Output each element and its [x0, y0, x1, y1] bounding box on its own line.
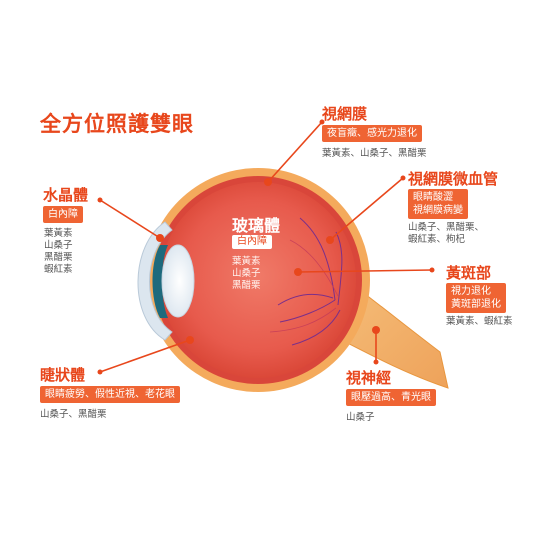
- capillary-condition-badge: 眼睛酸澀 視網膜病變: [408, 189, 468, 219]
- retina-end: [319, 119, 325, 125]
- lens-condition-badge: 白內障: [43, 206, 83, 223]
- cornea-shape: [137, 221, 173, 341]
- capillary-condition: 視網膜病變: [413, 205, 463, 216]
- retina-leader: [267, 121, 323, 183]
- lens-point: [156, 234, 164, 242]
- vitreous-body-shape: [160, 182, 356, 378]
- capillary-label: 視網膜微血管: [408, 170, 499, 188]
- lens-nutrient-line: 蝦紅素: [44, 264, 73, 275]
- macula-nutrient-line: 葉黃素、蝦紅素: [446, 316, 513, 327]
- ciliary-label: 睫狀體: [40, 366, 86, 384]
- ciliary-condition: 眼睛疲勞、假性近視、老花眼: [45, 389, 175, 400]
- retina-nutrients: 葉黃素、山桑子、黑醋栗: [322, 148, 427, 160]
- optic-nerve-point: [372, 326, 380, 334]
- retina-condition-badge: 夜盲癥、感光力退化: [322, 125, 422, 142]
- macula-point: [294, 268, 302, 276]
- vitreous-nutrient-line: 葉黃素: [232, 256, 261, 267]
- lens-leader: [99, 199, 161, 239]
- retina-point: [264, 178, 272, 186]
- ciliary-end: [97, 369, 103, 375]
- ciliary-nutrient-line: 山桑子、黑醋栗: [40, 409, 107, 420]
- iris-shape: [152, 245, 168, 318]
- capillary-nutrient-line: 山桑子、黑醋栗、: [408, 222, 485, 233]
- optic-nerve-condition-badge: 眼壓過高、青光眼: [346, 389, 436, 406]
- capillary-condition: 眼睛酸澀: [413, 192, 453, 203]
- macula-condition: 視力退化: [451, 286, 491, 297]
- macula-condition: 黃斑部退化: [451, 299, 501, 310]
- vitreous-condition-badge: 白內障: [232, 235, 272, 249]
- diagram-title: 全方位照護雙眼: [40, 112, 194, 136]
- lens-nutrients: 葉黃素 山桑子 黑醋栗 蝦紅素: [44, 228, 73, 276]
- vitreous-nutrient-line: 山桑子: [232, 268, 261, 279]
- optic-nerve-end: [373, 359, 379, 365]
- retina-vessels: [277, 217, 343, 346]
- macula-leader: [297, 269, 433, 273]
- lens-nutrient-line: 黑醋栗: [44, 252, 73, 263]
- optic-nerve-nutrients: 山桑子: [346, 412, 375, 424]
- lens-nutrient-line: 葉黃素: [44, 228, 73, 239]
- vitreous-nutrients: 葉黃素 山桑子 黑醋栗: [232, 256, 261, 292]
- ciliary-condition-badge: 眼睛疲勞、假性近視、老花眼: [40, 386, 180, 403]
- lens-nutrient-line: 山桑子: [44, 240, 73, 251]
- macula-end: [429, 267, 435, 273]
- macula-label: 黃斑部: [446, 264, 492, 282]
- retina-label: 視網膜: [322, 105, 368, 123]
- optic-nerve-nutrient-line: 山桑子: [346, 412, 375, 423]
- capillary-end: [400, 175, 406, 181]
- vitreous-label: 玻璃體: [232, 216, 281, 235]
- retina-condition: 夜盲癥、感光力退化: [327, 128, 417, 139]
- optic-nerve-label: 視神經: [346, 369, 392, 387]
- ciliary-nutrients: 山桑子、黑醋栗: [40, 409, 107, 421]
- vitreous-condition: 白內障: [237, 236, 267, 247]
- capillary-nutrients: 山桑子、黑醋栗、 蝦紅素、枸杞: [408, 222, 484, 246]
- lens-shape: [161, 244, 195, 318]
- retina-nutrient-line: 葉黃素、山桑子、黑醋栗: [322, 148, 427, 159]
- ciliary-point: [186, 336, 194, 344]
- capillary-leader: [329, 177, 404, 241]
- macula-nutrients: 葉黃素、蝦紅素: [446, 316, 513, 328]
- vitreous-nutrient-line: 黑醋栗: [232, 280, 261, 291]
- capillary-nutrient-line: 蝦紅素、枸杞: [408, 234, 466, 245]
- macula-condition-badge: 視力退化 黃斑部退化: [446, 283, 506, 313]
- lens-condition: 白內障: [48, 209, 78, 220]
- lens-end: [97, 197, 103, 203]
- ciliary-leader: [99, 339, 191, 373]
- lens-label: 水晶體: [43, 186, 89, 204]
- capillary-point: [326, 236, 334, 244]
- optic-nerve-condition: 眼壓過高、青光眼: [351, 392, 431, 403]
